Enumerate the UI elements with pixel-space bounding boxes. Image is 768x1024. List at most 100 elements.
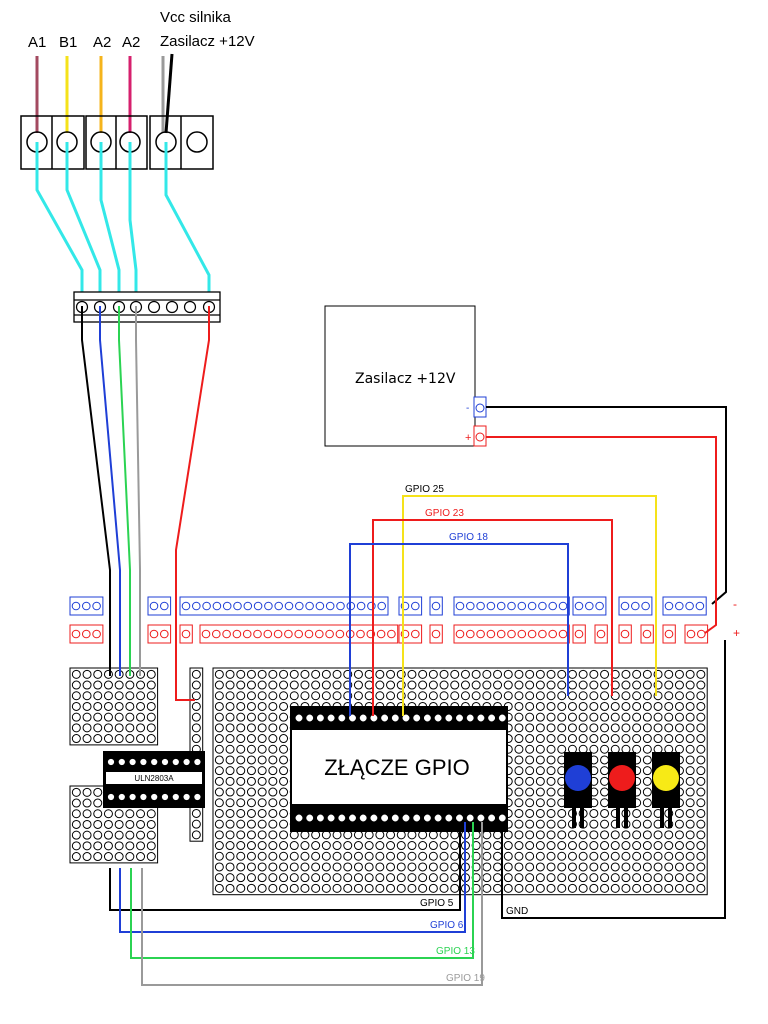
board-hole	[674, 883, 684, 893]
board-hole	[642, 798, 652, 808]
rail-hole	[325, 601, 335, 611]
power-supply: Zasilacz +12V - +	[324, 305, 487, 447]
motor-labels: A1 B1 A2 A2 Vcc silnika Zasilacz +12V	[28, 9, 255, 51]
board-hole	[600, 862, 610, 872]
board-hole	[535, 883, 545, 893]
rail-hole	[558, 601, 568, 611]
board-hole	[696, 734, 706, 744]
board-hole	[546, 755, 556, 765]
board-hole	[225, 691, 235, 701]
rail-hole	[476, 629, 485, 639]
board-hole	[289, 883, 299, 893]
board-hole	[674, 701, 684, 711]
board-hole	[418, 862, 428, 872]
board-hole	[674, 723, 684, 733]
board-hole	[632, 851, 642, 861]
board-hole	[535, 669, 545, 679]
board-hole	[386, 862, 396, 872]
board-hole	[71, 830, 81, 840]
board-hole	[225, 798, 235, 808]
board-hole	[279, 712, 289, 722]
board-hole	[343, 862, 353, 872]
board-hole	[375, 873, 385, 883]
chip-label: ULN2803A	[134, 774, 174, 783]
board-hole	[214, 712, 224, 722]
wire-labels: GPIO 25 GPIO 23 GPIO 18 GPIO 5 GPIO 6 GP…	[405, 484, 528, 984]
rail-hole	[325, 629, 334, 639]
board-hole	[279, 744, 289, 754]
board-hole	[225, 755, 235, 765]
board-hole	[407, 862, 417, 872]
rail-plus-label: +	[733, 626, 740, 640]
board-hole	[246, 808, 256, 818]
rail-hole	[315, 629, 324, 639]
board-hole	[685, 787, 695, 797]
board-hole	[386, 873, 396, 883]
board-hole	[589, 851, 599, 861]
board-hole	[268, 755, 278, 765]
board-hole	[535, 830, 545, 840]
board-hole	[396, 669, 406, 679]
board-hole	[246, 798, 256, 808]
board-hole	[125, 852, 135, 862]
board-hole	[246, 883, 256, 893]
rail-hole	[202, 601, 211, 611]
board-hole	[268, 776, 278, 786]
board-hole	[525, 734, 535, 744]
rail-hole	[496, 629, 506, 639]
board-hole	[600, 669, 610, 679]
board-hole	[214, 819, 224, 829]
board-hole	[214, 830, 224, 840]
rail-hole	[675, 601, 684, 611]
board-hole	[525, 691, 535, 701]
board-hole	[246, 723, 256, 733]
board-hole	[642, 669, 652, 679]
board-hole	[546, 680, 556, 690]
gpio-header: ZŁĄCZE GPIO	[290, 706, 508, 832]
rail-hole	[431, 601, 441, 611]
rail-hole	[273, 629, 283, 639]
board-hole	[653, 830, 663, 840]
board-hole	[642, 862, 652, 872]
board-hole	[82, 680, 92, 690]
board-hole	[103, 701, 113, 711]
board-hole	[136, 734, 146, 744]
rail-hole	[517, 629, 527, 639]
board-hole	[246, 830, 256, 840]
board-hole	[557, 723, 567, 733]
board-hole	[343, 873, 353, 883]
board-hole	[289, 851, 299, 861]
board-hole	[428, 669, 438, 679]
board-hole	[642, 734, 652, 744]
board-hole	[375, 851, 385, 861]
board-hole	[664, 841, 674, 851]
board-hole	[225, 744, 235, 754]
board-hole	[214, 798, 224, 808]
board-hole	[439, 841, 449, 851]
board-hole	[407, 669, 417, 679]
board-hole	[557, 712, 567, 722]
board-hole	[546, 701, 556, 711]
board-hole	[125, 712, 135, 722]
board-hole	[257, 873, 267, 883]
board-hole	[514, 851, 524, 861]
board-hole	[93, 819, 103, 829]
board-hole	[632, 841, 642, 851]
board-hole	[375, 669, 385, 679]
board-hole	[600, 830, 610, 840]
board-hole	[632, 701, 642, 711]
board-hole	[125, 809, 135, 819]
board-hole	[136, 701, 146, 711]
board-hole	[364, 873, 374, 883]
board-hole	[236, 680, 246, 690]
board-hole	[257, 808, 267, 818]
board-hole	[642, 680, 652, 690]
board-hole	[664, 734, 674, 744]
rail-hole	[431, 629, 441, 639]
board-hole	[460, 680, 470, 690]
board-hole	[214, 766, 224, 776]
board-hole	[632, 712, 642, 722]
board-hole	[685, 712, 695, 722]
board-hole	[279, 819, 289, 829]
board-hole	[589, 873, 599, 883]
